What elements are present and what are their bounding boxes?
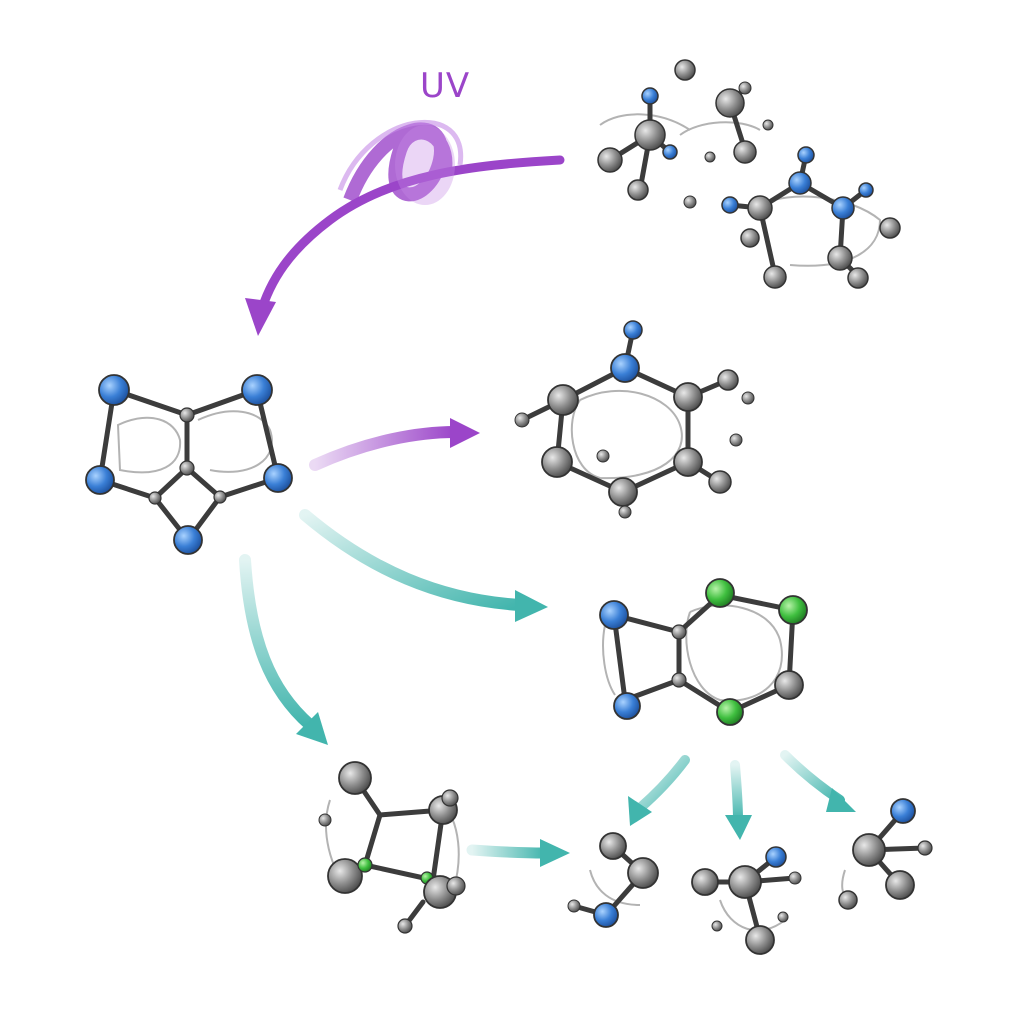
arrow-fused-ring-to-fragment-2 — [725, 760, 752, 840]
product-four-ring-molecule — [318, 761, 466, 934]
reactant-bicyclic-molecule — [85, 374, 293, 555]
arrow-reactant-to-four-ring — [239, 554, 328, 745]
arrow-reactant-to-fused-ring — [299, 509, 548, 622]
uv-fragments-molecule — [597, 59, 901, 289]
uv-label: UV — [420, 66, 471, 106]
arrow-fused-ring-to-fragment-3 — [780, 750, 856, 812]
product-six-ring-molecule — [514, 320, 755, 519]
fragment-small-3-molecule — [838, 798, 933, 910]
arrow-four-ring-to-fragment — [466, 839, 570, 867]
fragment-small-1-molecule — [567, 832, 659, 928]
arrow-reactant-to-six-ring — [309, 418, 480, 471]
arrow-fused-ring-to-fragment-1 — [628, 755, 690, 826]
fragment-small-2-molecule — [691, 846, 802, 955]
product-fused-ring-molecule — [599, 578, 808, 726]
arrow-uv-to-reactant — [245, 119, 565, 336]
